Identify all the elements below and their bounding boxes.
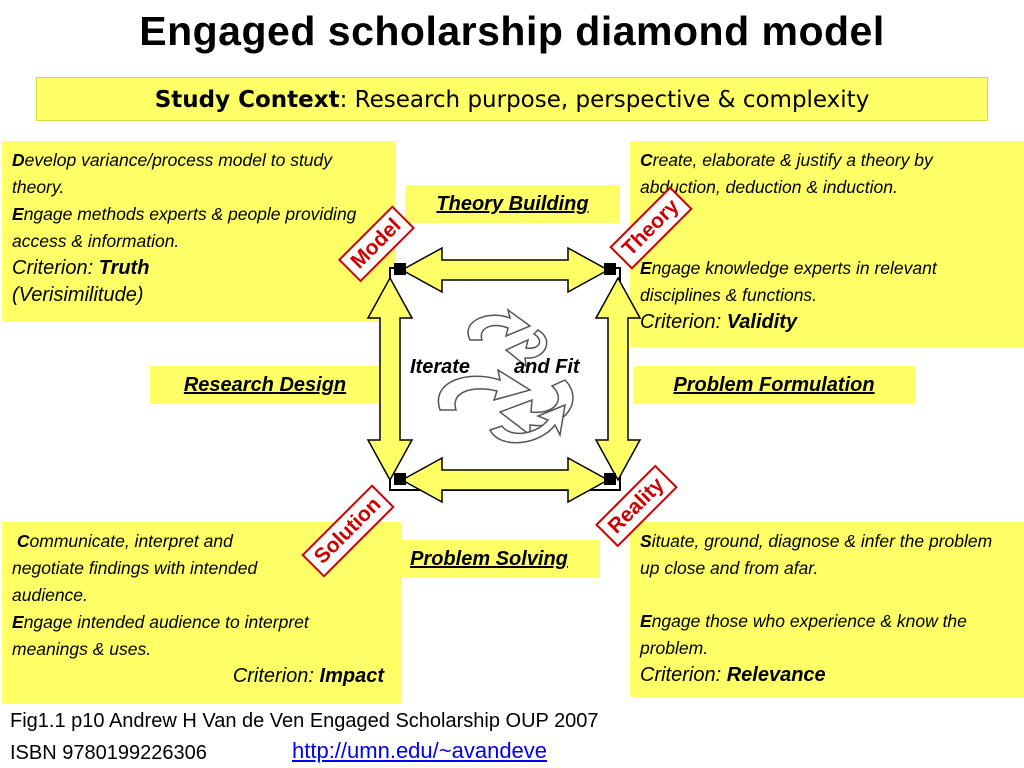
box-theory-line1-text: reate, elaborate & justify a theory by a… bbox=[640, 150, 933, 197]
criterion-value: Impact bbox=[319, 665, 384, 687]
box-model-description: Develop variance/process model to study … bbox=[2, 141, 396, 322]
footer-citation: Fig1.1 p10 Andrew H Van de Ven Engaged S… bbox=[10, 710, 599, 732]
box-solution-line2: Engage intended audience to interpret me… bbox=[12, 609, 312, 663]
right-double-arrow bbox=[594, 276, 642, 482]
box-reality-line1-initial: S bbox=[640, 531, 652, 551]
box-reality-line1: Situate, ground, diagnose & infer the pr… bbox=[640, 528, 1014, 582]
corner-square-top-right bbox=[604, 263, 616, 275]
box-model-line2: Engage methods experts & people providin… bbox=[12, 201, 386, 255]
box-solution-line2-text: ngage intended audience to interpret mea… bbox=[12, 612, 309, 659]
box-theory-line2-initial: E bbox=[640, 258, 652, 278]
study-context-text: Research purpose, perspective & complexi… bbox=[347, 87, 870, 113]
left-double-arrow bbox=[366, 276, 414, 482]
box-solution-line1-text: ommunicate, interpret and negotiate find… bbox=[12, 531, 258, 605]
criterion-label: Criterion: bbox=[232, 665, 320, 687]
box-reality-line2-initial: E bbox=[640, 611, 652, 631]
box-model-criterion-extra: (Verisimilitude) bbox=[12, 284, 144, 306]
footer-link[interactable]: http://umn.edu/~avandeve bbox=[292, 738, 548, 763]
study-context-bar: Study Context: Research purpose, perspec… bbox=[36, 77, 988, 121]
page-title: Engaged scholarship diamond model bbox=[139, 8, 885, 54]
box-theory-line2: Engage knowledge experts in relevant dis… bbox=[640, 255, 1014, 309]
box-theory-line2-text: ngage knowledge experts in relevant disc… bbox=[640, 258, 937, 305]
box-reality-line2-text: ngage those who experience & know the pr… bbox=[640, 611, 967, 658]
criterion-value: Truth bbox=[98, 257, 150, 279]
corner-square-top-left bbox=[394, 263, 406, 275]
criterion-label: Criterion: bbox=[640, 311, 727, 333]
box-reality-line1-text: ituate, ground, diagnose & infer the pro… bbox=[640, 531, 993, 578]
box-solution-line2-initial: E bbox=[12, 612, 24, 632]
label-problem-solving: Problem Solving bbox=[378, 540, 600, 578]
box-solution-line1: Communicate, interpret and negotiate fin… bbox=[12, 528, 302, 609]
box-model-criterion: Criterion: Truth bbox=[12, 255, 386, 282]
center-text-and-fit: and Fit bbox=[514, 356, 581, 378]
box-model-line1-initial: D bbox=[12, 150, 25, 170]
box-model-line2-text: ngage methods experts & people providing… bbox=[12, 204, 357, 251]
criterion-label: Criterion: bbox=[12, 257, 99, 279]
box-model-line1: Develop variance/process model to study … bbox=[12, 147, 386, 201]
criterion-label: Criterion: bbox=[640, 664, 727, 686]
box-theory-line1-initial: C bbox=[640, 150, 653, 170]
label-problem-formulation: Problem Formulation bbox=[633, 366, 915, 404]
study-context-separator: : bbox=[339, 87, 348, 113]
box-solution-criterion: Criterion: Impact bbox=[12, 663, 392, 690]
box-theory-criterion: Criterion: Validity bbox=[640, 309, 1014, 336]
cycle-arrows-icon bbox=[437, 308, 574, 444]
study-context-label: Study Context bbox=[154, 87, 340, 113]
criterion-value: Validity bbox=[726, 311, 798, 333]
label-research-design: Research Design bbox=[150, 366, 380, 404]
box-model-line1-text: evelop variance/process model to study t… bbox=[12, 150, 333, 197]
box-reality-line2: Engage those who experience & know the p… bbox=[640, 608, 1014, 662]
footer-isbn: ISBN 9780199226306 bbox=[10, 742, 207, 764]
box-model-line2-initial: E bbox=[12, 204, 24, 224]
box-theory-line1: Create, elaborate & justify a theory by … bbox=[640, 147, 994, 201]
box-reality-description: Situate, ground, diagnose & infer the pr… bbox=[630, 522, 1024, 697]
box-solution-line1-initial: C bbox=[16, 531, 30, 551]
diamond-diagram: Iterate and Fit bbox=[366, 246, 642, 504]
corner-square-bottom-left bbox=[394, 473, 406, 485]
corner-square-bottom-right bbox=[604, 473, 616, 485]
box-theory-description: Create, elaborate & justify a theory by … bbox=[630, 141, 1024, 347]
criterion-value: Relevance bbox=[726, 664, 826, 686]
box-reality-criterion: Criterion: Relevance bbox=[640, 662, 1014, 689]
label-theory-building: Theory Building bbox=[405, 185, 620, 223]
center-text-iterate: Iterate bbox=[410, 356, 470, 378]
